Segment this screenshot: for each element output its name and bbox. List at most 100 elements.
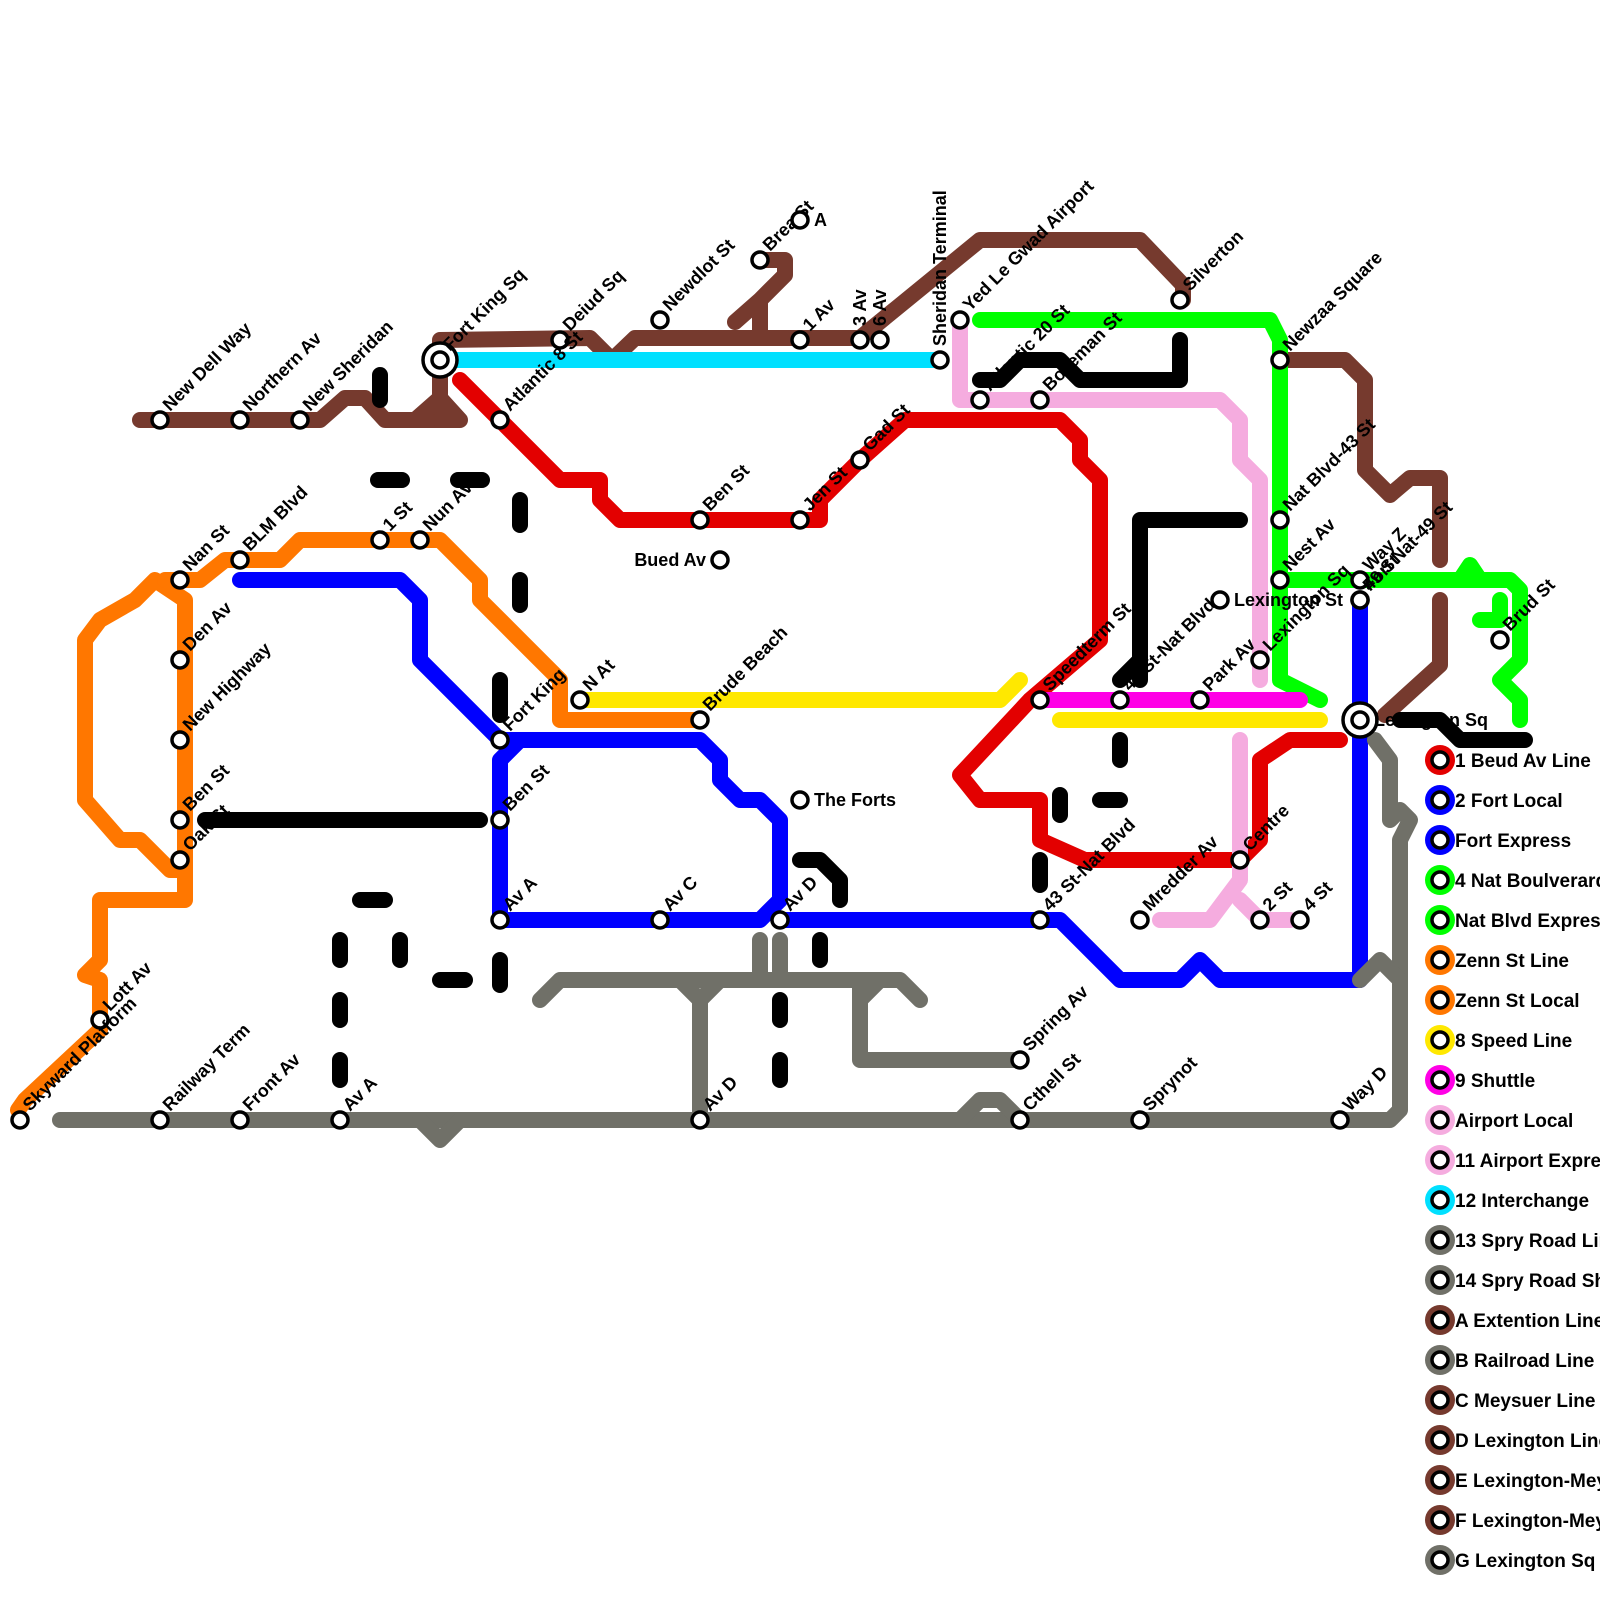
station-label: Front Av	[239, 1049, 305, 1115]
station-marker	[1352, 712, 1368, 728]
station-46[interactable]: The Forts	[792, 790, 896, 810]
legend-label: 1 Beud Av Line	[1455, 751, 1591, 772]
station-label: 6 Av	[870, 289, 890, 326]
legend: 1 Beud Av Line 2 Fort LocalFort Express 4 …	[1425, 745, 1600, 1575]
station-18[interactable]: Gad St	[852, 400, 914, 468]
station-label: Newzaa Square	[1279, 247, 1387, 355]
legend-station-marker	[1432, 1432, 1448, 1448]
legend-label: 9 Shuttle	[1455, 1071, 1535, 1092]
legend-label: D Lexington Line	[1455, 1431, 1600, 1452]
station-60[interactable]: Skyward Platform	[12, 993, 140, 1128]
station-marker	[492, 912, 508, 928]
station-10[interactable]: 3 Av	[850, 289, 870, 348]
station-marker	[172, 732, 188, 748]
station-21[interactable]: Bued Av	[634, 550, 728, 570]
station-marker	[332, 1112, 348, 1128]
station-marker	[572, 692, 588, 708]
legend-item: Fort Express	[1425, 825, 1571, 855]
legend-station-marker	[1432, 1552, 1448, 1568]
station-label: 2 St	[1259, 877, 1296, 914]
station-label: 1 St	[379, 497, 416, 534]
legend-label: A Extention Line	[1455, 1311, 1600, 1332]
legend-label: Fort Express	[1455, 831, 1571, 852]
legend-label: B Railroad Line	[1455, 1351, 1594, 1372]
station-marker	[692, 512, 708, 528]
station-marker	[1192, 692, 1208, 708]
legend-station-marker	[1432, 1152, 1448, 1168]
station-marker	[1032, 912, 1048, 928]
station-marker	[1032, 692, 1048, 708]
station-marker	[1272, 352, 1288, 368]
station-marker	[1032, 392, 1048, 408]
legend-item: 14 Spry Road Shuttle	[1425, 1265, 1600, 1295]
legend-station-marker	[1432, 832, 1448, 848]
station-marker	[292, 412, 308, 428]
station-marker	[12, 1112, 28, 1128]
station-marker	[232, 412, 248, 428]
legend-station-marker	[1432, 1472, 1448, 1488]
station-marker	[1232, 852, 1248, 868]
legend-item: F Lexington-Meysuer	[1425, 1505, 1600, 1535]
station-label: Newdlot St	[659, 235, 739, 315]
station-label: Lexington Sq	[1374, 710, 1488, 730]
station-marker	[792, 332, 808, 348]
station-11[interactable]: 6 Av	[870, 289, 890, 348]
legend-item: Nat Blvd Express	[1425, 905, 1600, 935]
station-14[interactable]: Silverton	[1172, 226, 1247, 308]
gray-route-18	[540, 940, 1020, 1120]
station-marker	[172, 572, 188, 588]
station-marker	[1252, 652, 1268, 668]
station-marker	[652, 912, 668, 928]
legend-item: 13 Spry Road Line	[1425, 1225, 1600, 1255]
station-12[interactable]: Sheridan Terminal	[930, 190, 950, 368]
station-label: 4 St	[1299, 877, 1336, 914]
station-marker	[952, 312, 968, 328]
station-marker	[232, 552, 248, 568]
station-marker	[712, 552, 728, 568]
station-label: Sprynot	[1139, 1053, 1201, 1115]
legend-item: B Railroad Line	[1425, 1345, 1594, 1375]
legend-station-marker	[1432, 1032, 1448, 1048]
station-label: A	[814, 210, 827, 230]
station-marker	[1012, 1112, 1028, 1128]
station-6[interactable]: Newdlot St	[652, 235, 739, 328]
station-marker	[1132, 912, 1148, 928]
legend-item: E Lexington-Meysuer	[1425, 1465, 1600, 1495]
legend-item: G Lexington Sq	[1425, 1545, 1595, 1575]
station-41[interactable]: Brude Beach	[692, 622, 791, 728]
legend-item: 11 Airport Express	[1425, 1145, 1600, 1175]
legend-station-marker	[1432, 872, 1448, 888]
station-54[interactable]: 4 St	[1292, 877, 1336, 928]
legend-station-marker	[1432, 912, 1448, 928]
station-50[interactable]: 43 St-Nat Blvd	[1032, 814, 1139, 928]
legend-label: 4 Nat Boulverard Line	[1455, 871, 1600, 892]
legend-item: A Extention Line	[1425, 1305, 1600, 1335]
station-label: 1 Av	[799, 295, 839, 335]
station-label: Nun Av	[419, 477, 477, 535]
legend-station-marker	[1432, 1392, 1448, 1408]
legend-label: Zenn St Local	[1455, 991, 1580, 1012]
legend-label: 14 Spry Road Shuttle	[1455, 1271, 1600, 1292]
station-30[interactable]: Lexington Sq	[1343, 703, 1488, 737]
station-marker	[772, 912, 788, 928]
legend-station-marker	[1432, 1272, 1448, 1288]
legend-item: 4 Nat Boulverard Line	[1425, 865, 1600, 895]
legend-label: Zenn St Line	[1455, 951, 1569, 972]
legend-station-marker	[1432, 752, 1448, 768]
station-15[interactable]: Newzaa Square	[1272, 247, 1386, 368]
legend-station-marker	[1432, 792, 1448, 808]
legend-label: E Lexington-Meysuer	[1455, 1471, 1600, 1492]
station-label: Skyward Platform	[19, 993, 141, 1115]
legend-label: Nat Blvd Express	[1455, 911, 1600, 932]
station-marker	[652, 312, 668, 328]
legend-label: Airport Local	[1455, 1111, 1573, 1132]
legend-label: 2 Fort Local	[1455, 791, 1563, 812]
station-label: Brea St	[759, 196, 818, 255]
legend-station-marker	[1432, 1192, 1448, 1208]
legend-item: C Meysuer Line	[1425, 1385, 1595, 1415]
station-marker	[1272, 572, 1288, 588]
station-marker	[492, 412, 508, 428]
legend-station-marker	[1432, 1352, 1448, 1368]
station-55[interactable]: Spring Av	[1012, 982, 1092, 1068]
station-marker	[1252, 912, 1268, 928]
